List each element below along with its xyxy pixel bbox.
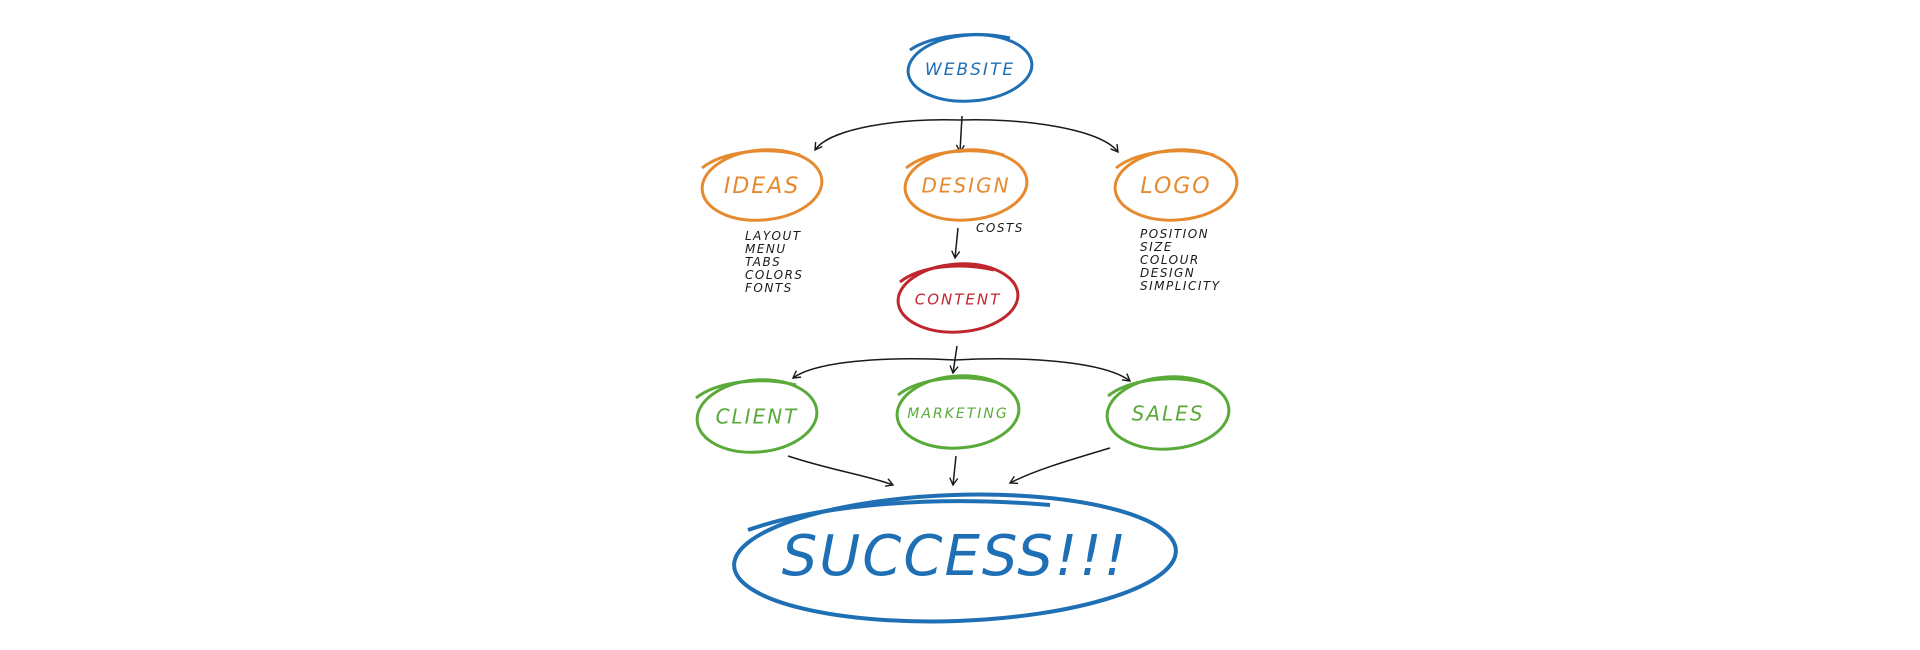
node-ideas: IDEAS bbox=[700, 148, 824, 222]
logo-note-item: COLOUR bbox=[1140, 253, 1200, 267]
arrow-website-to-ideas bbox=[814, 119, 961, 152]
node-design: DESIGN bbox=[903, 148, 1029, 222]
node-content-swoosh bbox=[899, 264, 995, 284]
node-sales: SALES bbox=[1105, 375, 1231, 451]
node-marketing-label: MARKETING bbox=[907, 406, 1008, 422]
node-sales-circle bbox=[1105, 375, 1231, 451]
node-marketing-swoosh bbox=[897, 376, 997, 397]
arrow-content-to-marketing bbox=[949, 345, 959, 375]
arrow-marketing-to-success bbox=[949, 455, 959, 487]
node-marketing: MARKETING bbox=[895, 374, 1021, 450]
ideas-note-item: COLORS bbox=[745, 268, 804, 282]
node-ideas-label: IDEAS bbox=[724, 174, 800, 199]
arrow-client-to-success bbox=[787, 455, 895, 487]
node-success-swoosh bbox=[747, 499, 1051, 532]
node-website-swoosh bbox=[909, 32, 1011, 52]
arrow-sales-to-success bbox=[1008, 447, 1111, 485]
node-client-label: CLIENT bbox=[716, 405, 799, 429]
node-website: WEBSITE bbox=[906, 32, 1034, 103]
node-logo: LOGO bbox=[1113, 148, 1239, 222]
node-ideas-swoosh bbox=[701, 149, 801, 170]
logo-note-item: DESIGN bbox=[1140, 266, 1195, 280]
node-content-label: CONTENT bbox=[915, 291, 1002, 309]
arrow-content-to-sales bbox=[954, 358, 1132, 382]
logo-note-item: SIZE bbox=[1140, 240, 1173, 254]
node-logo-label: LOGO bbox=[1140, 174, 1211, 199]
arrow-design-to-content bbox=[951, 227, 961, 260]
connectors bbox=[787, 115, 1132, 487]
logo-note-item: SIMPLICITY bbox=[1140, 279, 1221, 293]
node-client: CLIENT bbox=[695, 378, 819, 454]
node-sales-swoosh bbox=[1107, 377, 1207, 398]
ideas-note-item: TABS bbox=[745, 255, 781, 269]
node-design-label: DESIGN bbox=[921, 174, 1010, 198]
node-sales-label: SALES bbox=[1132, 402, 1205, 426]
arrow-website-to-logo bbox=[959, 119, 1119, 154]
logo-notes-list: POSITION SIZE COLOUR DESIGN SIMPLICITY bbox=[1140, 227, 1221, 293]
node-success-label: SUCCESS!!! bbox=[782, 524, 1129, 589]
ideas-note-item: FONTS bbox=[745, 281, 793, 295]
arrow-website-to-design bbox=[955, 115, 965, 154]
node-content: CONTENT bbox=[896, 262, 1020, 334]
node-success: SUCCESS!!! bbox=[732, 492, 1178, 624]
node-logo-swoosh bbox=[1115, 149, 1215, 170]
note-costs: COSTS bbox=[976, 221, 1024, 235]
node-design-swoosh bbox=[905, 149, 1005, 170]
node-success-circle bbox=[732, 492, 1178, 624]
logo-note-item: POSITION bbox=[1140, 227, 1209, 241]
node-content-circle bbox=[896, 262, 1020, 334]
node-client-swoosh bbox=[695, 379, 797, 400]
node-website-label: WEBSITE bbox=[925, 60, 1015, 80]
arrow-content-to-client bbox=[791, 358, 956, 379]
ideas-notes-list: LAYOUT MENU TABS COLORS FONTS bbox=[745, 229, 804, 295]
ideas-note-item: MENU bbox=[745, 242, 787, 256]
ideas-note-item: LAYOUT bbox=[745, 229, 802, 243]
node-marketing-circle bbox=[895, 374, 1021, 450]
